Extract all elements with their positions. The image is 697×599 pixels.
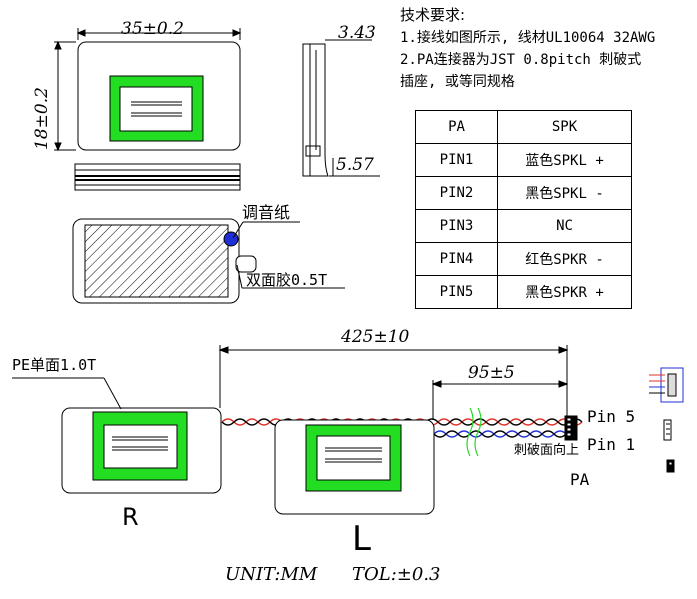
pin-cell: PIN3	[415, 209, 498, 243]
wire-cell: NC	[497, 209, 632, 243]
wire-cell: 红色SPKR -	[497, 242, 632, 276]
table-row: PIN3 NC	[415, 209, 632, 243]
double-tape-label: 双面胶0.5T	[246, 271, 328, 289]
pe-leader	[12, 377, 122, 410]
connector-detail-icon	[649, 367, 684, 403]
notes-heading: 技术要求:	[400, 6, 466, 24]
cable-branch-dim: 95±5	[468, 363, 515, 383]
cable-break-marks	[466, 407, 482, 457]
speaker-back-view	[72, 218, 345, 304]
pin-cell: PIN1	[415, 143, 498, 177]
pin5-label: Pin 5	[587, 407, 636, 426]
speaker-side-view	[302, 39, 380, 177]
speaker-l-label: L	[352, 519, 371, 559]
speaker-r-label: R	[122, 503, 139, 531]
table-row: PIN1 蓝色SPKL +	[415, 143, 632, 177]
header-pa: PA	[415, 110, 498, 144]
speaker-l	[274, 419, 435, 515]
pin-cell: PIN4	[415, 242, 498, 276]
pa-connector	[564, 415, 578, 441]
speaker-front-view	[54, 28, 242, 152]
speaker-r	[61, 407, 222, 494]
pierce-up-label: 刺破面向上	[514, 443, 580, 458]
tuning-paper-label: 调音纸	[242, 203, 291, 222]
pin-table: PA SPK PIN1 蓝色SPKL + PIN2 黑色SPKL - PIN3 …	[415, 110, 632, 309]
table-row: PIN5 黑色SPKR +	[415, 275, 632, 309]
header-spk: SPK	[497, 110, 632, 144]
pin-cell: PIN5	[415, 275, 498, 309]
pin1-label: Pin 1	[587, 435, 636, 454]
tol-label: TOL:±0.3	[352, 564, 441, 585]
cable-pair-l	[433, 430, 567, 438]
wire-cell: 蓝色SPKL +	[497, 143, 632, 177]
pa-label: PA	[570, 470, 590, 489]
pin-cell: PIN2	[415, 176, 498, 210]
speaker-edge-view	[74, 163, 241, 191]
thick-bottom-dim: 5.57	[336, 155, 374, 175]
height-dim: 18±0.2	[32, 87, 52, 150]
cable-total-dim: 425±10	[341, 327, 410, 347]
thick-top-dim: 3.43	[338, 23, 376, 43]
unit-label: UNIT:MM	[225, 564, 318, 585]
wire-cell: 黑色SPKR +	[497, 275, 632, 309]
table-row: PIN2 黑色SPKL -	[415, 176, 632, 210]
connector-side-icon	[663, 419, 672, 441]
pe-label: PE单面1.0T	[12, 356, 97, 374]
notes-line-3: 插座, 或等同规格	[400, 74, 515, 90]
connector-end-icon	[666, 459, 675, 473]
wire-cell: 黑色SPKL -	[497, 176, 632, 210]
notes-line-2: 2.PA连接器为JST 0.8pitch 刺破式	[400, 52, 642, 68]
table-row: PIN4 红色SPKR -	[415, 242, 632, 276]
cable-dimension-lines	[218, 345, 569, 420]
notes-line-1: 1.接线如图所示, 线材UL10064 32AWG	[400, 30, 656, 46]
table-header: PA SPK	[415, 110, 632, 144]
width-dim: 35±0.2	[121, 19, 184, 39]
